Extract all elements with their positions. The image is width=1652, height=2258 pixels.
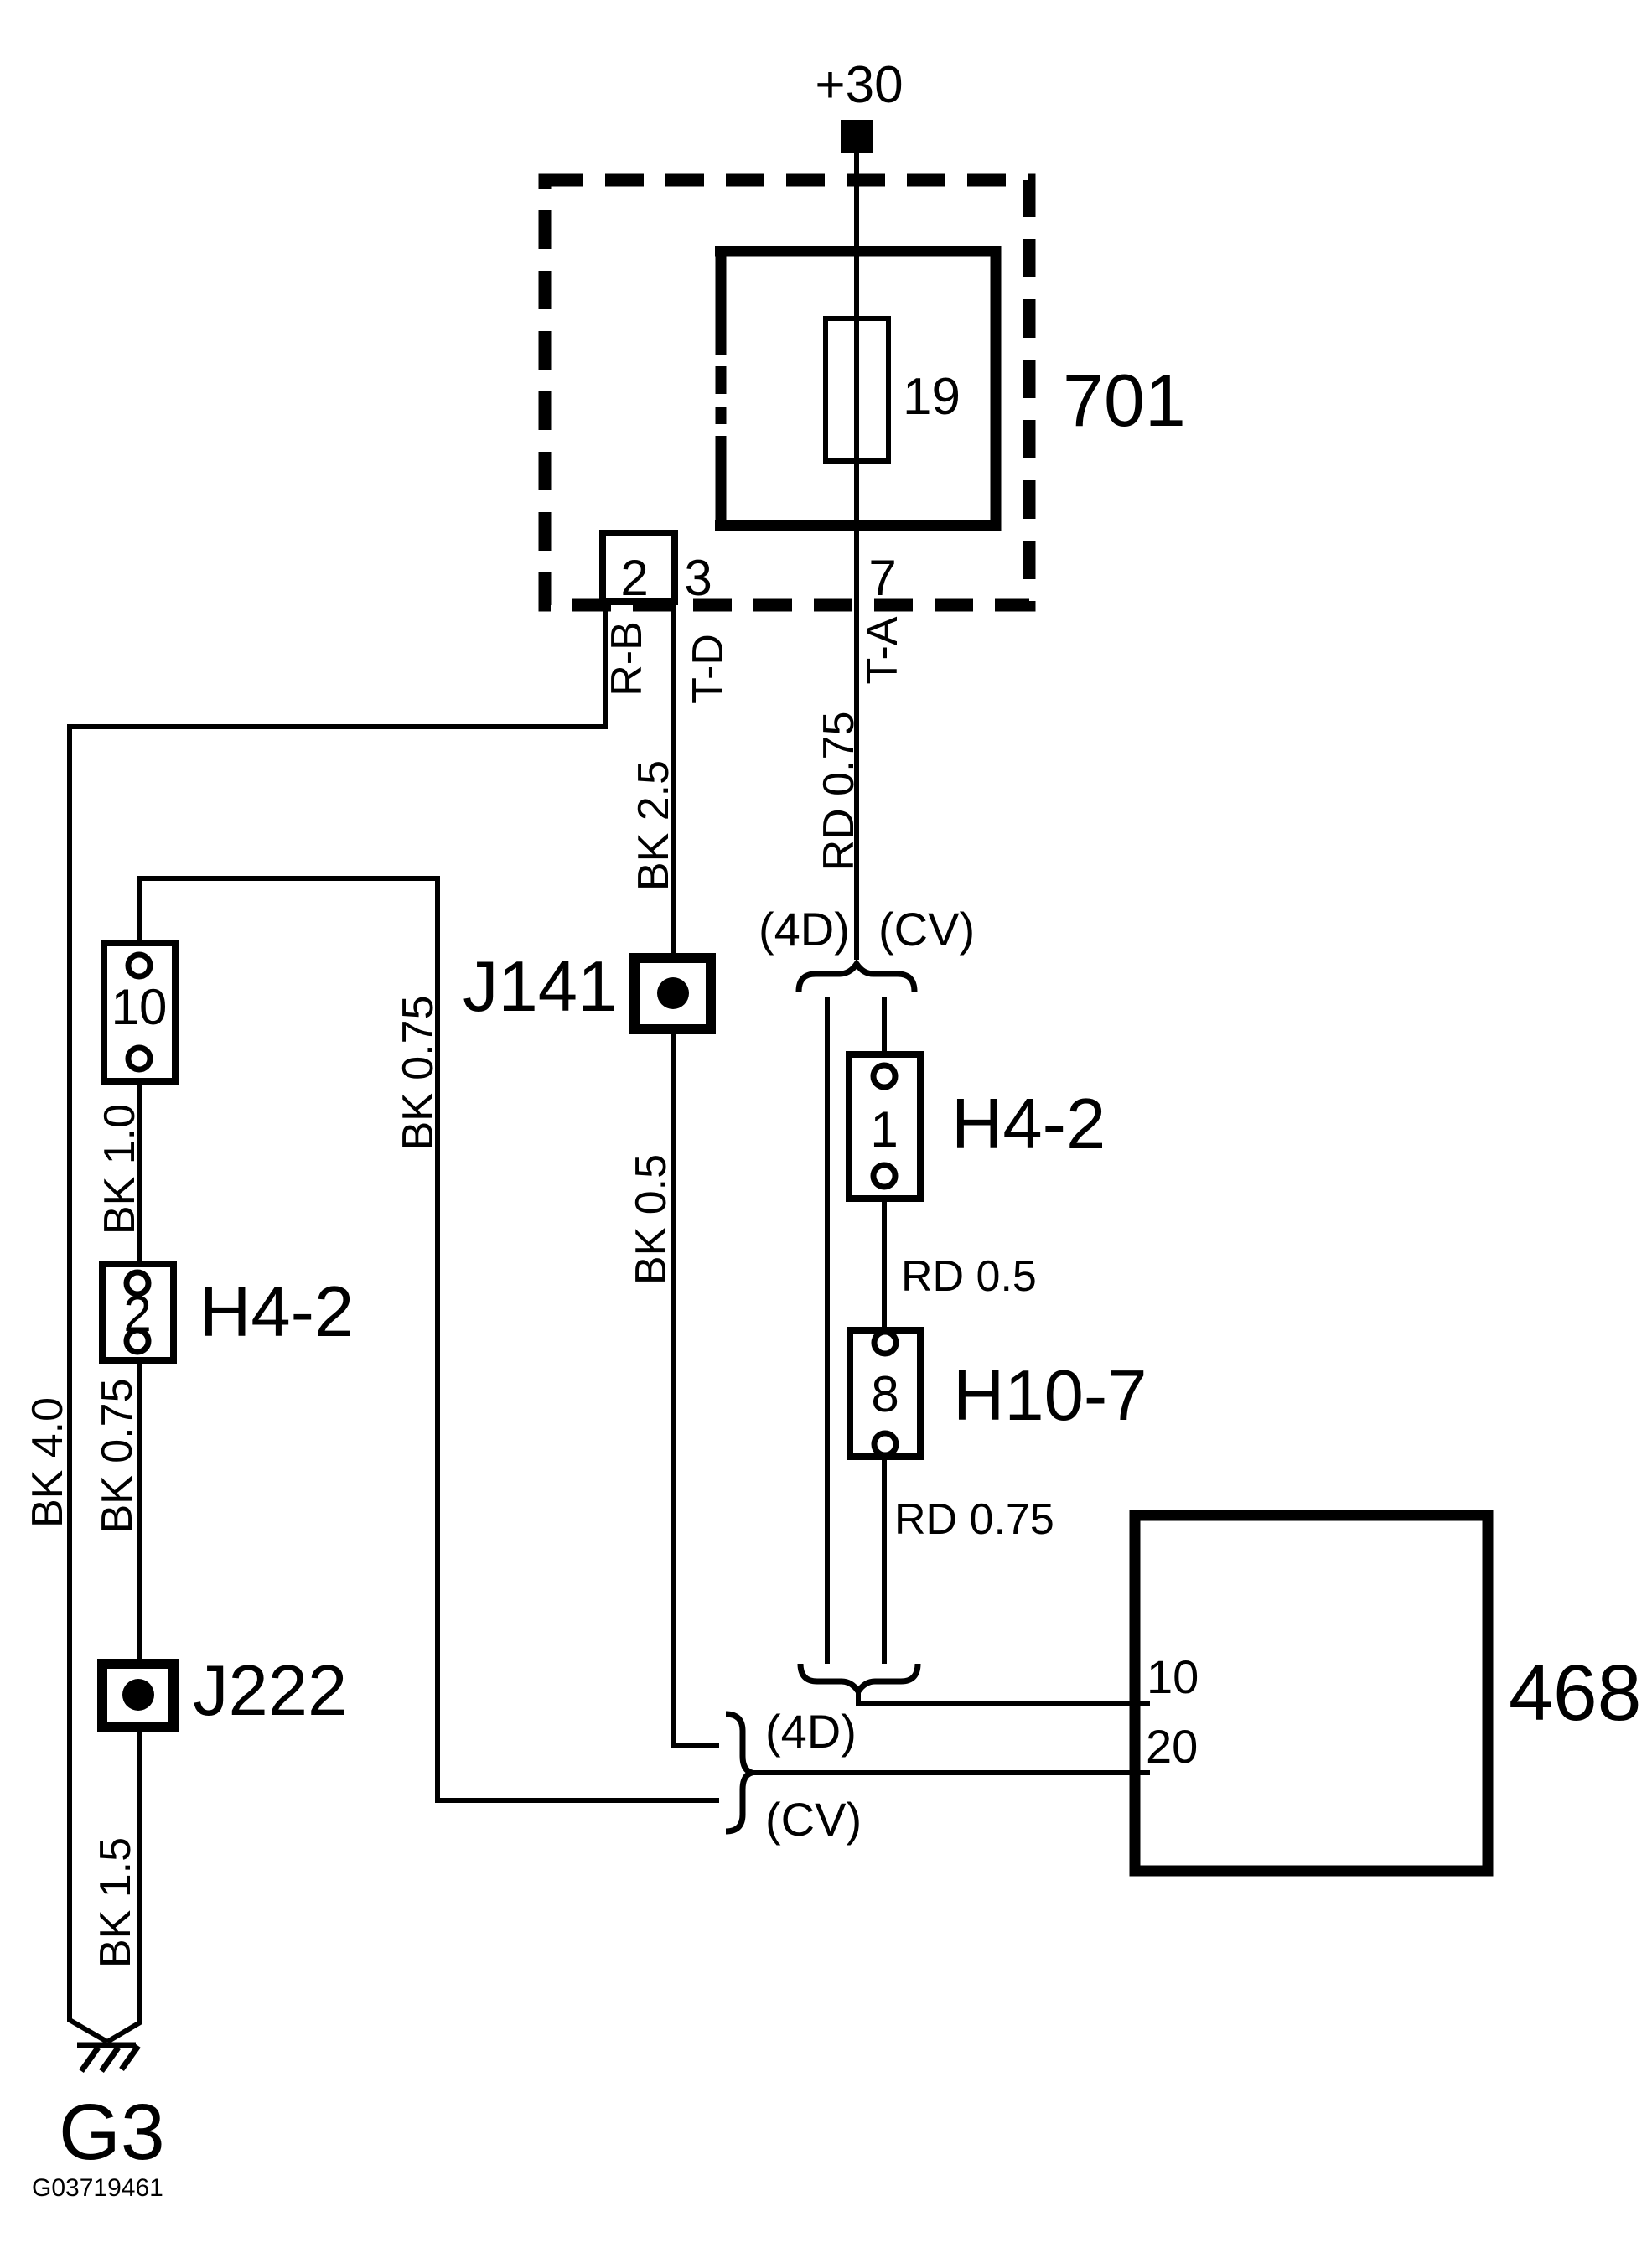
pin-circle	[871, 1430, 899, 1458]
fusebox-701-dashed-outline	[538, 173, 1036, 612]
pin-circle	[125, 951, 153, 980]
document-id-label: G03719461	[32, 2174, 163, 2202]
pin-circle	[870, 1062, 899, 1090]
connector-left-pin10	[101, 940, 179, 1085]
control-unit-468-box	[1129, 1510, 1494, 1877]
ground-hatch	[99, 2045, 121, 2074]
connector-h42-right	[846, 1051, 924, 1202]
junction-j222	[97, 1659, 179, 1732]
connector-h42-right-name: H4-2	[951, 1085, 1106, 1164]
fusebox-id-label: 701	[1063, 359, 1186, 442]
control-unit-pin10-label: 10	[1147, 1650, 1199, 1703]
variant-merge-brace-pin20	[725, 1711, 764, 1835]
wire-label-bk05: BK 0.5	[627, 1154, 676, 1285]
fusebox-pin7-label: 7	[868, 550, 896, 606]
connector-h42-right-pin-label: 1	[870, 1101, 898, 1157]
variant-cv-upper-label: (CV)	[878, 903, 975, 956]
pin-circle	[870, 1162, 899, 1190]
wire-rb-bk40-to-ground	[67, 602, 608, 2044]
wire-code-td: T-D	[684, 634, 733, 704]
j141-box	[629, 953, 716, 1034]
variant-merge-brace	[797, 1663, 921, 1697]
wire-label-rd05: RD 0.5	[901, 1252, 1037, 1301]
wire-label-bk15: BK 1.5	[91, 1837, 140, 1968]
j141-splice-dot	[657, 977, 689, 1009]
variant-4d-lower-label: (4D)	[765, 1705, 857, 1758]
junction-j222-label: J222	[193, 1651, 347, 1731]
ground-hatch	[119, 2043, 141, 2072]
fuse-19-symbol	[823, 316, 891, 464]
wire-code-rb: R-B	[603, 621, 651, 697]
pin-circle	[125, 1044, 153, 1073]
connector-h42-left-name: H4-2	[199, 1272, 354, 1352]
ground-hatch	[79, 2045, 101, 2074]
wire-label-bk075-left: BK 0.75	[93, 1378, 142, 1533]
variant-split-brace	[795, 958, 918, 992]
wire-label-rd075-lower: RD 0.75	[894, 1495, 1054, 1544]
wire-label-bk40: BK 4.0	[23, 1397, 72, 1528]
wire-label-bk10: BK 1.0	[96, 1104, 144, 1235]
connector-h107-pin-label: 8	[871, 1366, 899, 1422]
control-unit-id-label: 468	[1509, 1649, 1642, 1738]
battery-terminal-icon	[841, 120, 873, 153]
fusebox-pin2-label: 2	[620, 550, 648, 606]
fusebox-pin3-label: 3	[684, 550, 712, 606]
connector-h42-left-pin-label: 2	[123, 1286, 151, 1342]
connector-h42-left	[99, 1261, 177, 1364]
wire-td-bk-to-4d-arm	[671, 602, 719, 1748]
power-terminal-label: +30	[815, 56, 903, 114]
ground-id-label: G3	[59, 2088, 165, 2177]
j222-box	[97, 1659, 179, 1732]
fusebox-pin-box	[599, 530, 678, 605]
pin-circle	[123, 1327, 152, 1355]
connector-h107-name: H10-7	[953, 1356, 1147, 1436]
variant-4d-upper-label: (4D)	[759, 903, 850, 956]
junction-j141-label: J141	[463, 947, 617, 1027]
pin-circle	[871, 1328, 899, 1357]
wire-label-bk075-mid: BK 0.75	[394, 995, 443, 1150]
ground-symbol	[77, 2042, 141, 2074]
wire-code-ta: T-A	[858, 616, 907, 684]
control-unit-pin20-label: 20	[1146, 1720, 1198, 1773]
wire-to-468-pin10	[856, 1691, 1150, 1706]
j222-splice-dot	[122, 1679, 154, 1711]
pin-circle	[123, 1269, 152, 1297]
variant-cv-lower-label: (CV)	[765, 1793, 862, 1846]
wire-label-bk25: BK 2.5	[629, 760, 678, 891]
fuse-number-label: 19	[903, 368, 961, 426]
wire-bk075-to-cv-arm	[137, 876, 719, 1803]
junction-j141	[629, 953, 716, 1034]
connector-h107	[847, 1327, 924, 1460]
wire-label-rd075-upper: RD 0.75	[815, 712, 863, 872]
connector-left-pin-label: 10	[111, 979, 168, 1035]
